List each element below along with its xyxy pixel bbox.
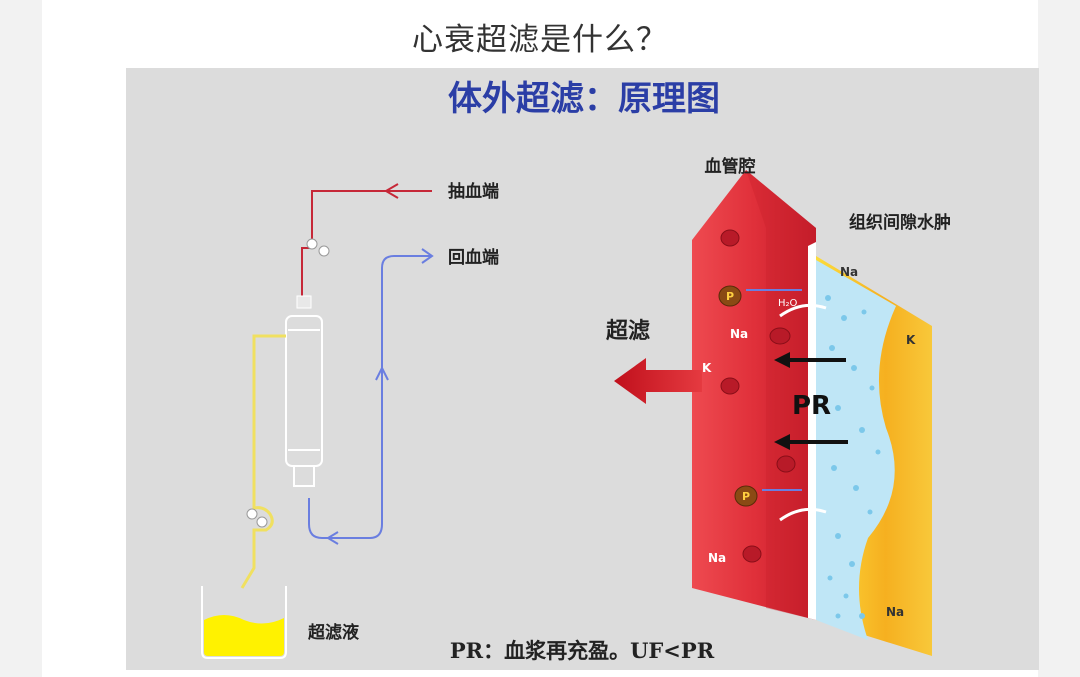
article-card: 心衰超滤是什么？ 体外超滤：原理图 bbox=[42, 0, 1039, 677]
ultrafiltration-arrow-icon bbox=[614, 358, 702, 404]
na-label-tissue-2: Na bbox=[886, 605, 904, 619]
ultrafiltrate-liquid bbox=[204, 615, 284, 656]
diagram-title: 体外超滤：原理图 bbox=[448, 79, 720, 119]
return-end-label: 回血端 bbox=[448, 247, 499, 268]
edema-water-bubbles bbox=[825, 295, 881, 619]
red-blood-cells bbox=[720, 229, 796, 563]
draw-arrow-icon bbox=[384, 183, 399, 199]
diagram-caption: PR：血浆再充盈。UF<PR bbox=[450, 638, 715, 663]
hemofilter-icon bbox=[285, 315, 323, 467]
pr-arrows bbox=[774, 352, 848, 450]
filter-cap-top bbox=[296, 295, 312, 309]
edema-water-band bbox=[816, 260, 896, 640]
water-flow-icon bbox=[779, 303, 827, 318]
filtrate-line bbox=[240, 334, 286, 589]
protein-p-label: P bbox=[742, 490, 750, 503]
pump-roller-icon bbox=[318, 245, 330, 257]
vessel-lumen-label: 血管腔 bbox=[705, 156, 756, 177]
k-label-tissue: K bbox=[906, 333, 916, 347]
return-arrow-icon bbox=[421, 248, 434, 264]
draw-end-label: 抽血端 bbox=[448, 181, 499, 202]
pump-roller-icon bbox=[246, 508, 258, 520]
page-title: 心衰超滤是什么？ bbox=[412, 22, 668, 58]
k-label-vessel: K bbox=[702, 361, 712, 375]
na-label-vessel-1: Na bbox=[730, 327, 748, 341]
return-line bbox=[308, 255, 432, 539]
ultrafiltration-circuit bbox=[201, 183, 434, 659]
return-arrow-icon bbox=[375, 365, 389, 381]
vessel-wall bbox=[808, 242, 816, 620]
water-flow-icon bbox=[779, 507, 827, 522]
ultrafiltration-diagram: 体外超滤：原理图 bbox=[126, 68, 1039, 670]
return-arrow-icon bbox=[326, 531, 339, 545]
diagram-svg: 体外超滤：原理图 bbox=[201, 79, 951, 663]
beaker-icon bbox=[201, 586, 287, 659]
pump-roller-icon bbox=[306, 238, 318, 250]
vessel-lumen bbox=[692, 170, 816, 620]
pr-label: PR bbox=[792, 391, 831, 421]
pump-roller-icon bbox=[256, 516, 268, 528]
na-label-vessel-2: Na bbox=[708, 551, 726, 565]
ultrafiltrate-label: 超滤液 bbox=[308, 622, 359, 643]
protein-p-label: P bbox=[726, 290, 734, 303]
tissue-edema-label: 组织间隙水肿 bbox=[849, 212, 951, 233]
na-label-tissue-1: Na bbox=[840, 265, 858, 279]
h2o-label: H₂O bbox=[778, 298, 798, 309]
draw-line bbox=[301, 190, 432, 298]
protein-molecules bbox=[718, 285, 758, 507]
ultrafiltration-label: 超滤 bbox=[606, 318, 650, 344]
